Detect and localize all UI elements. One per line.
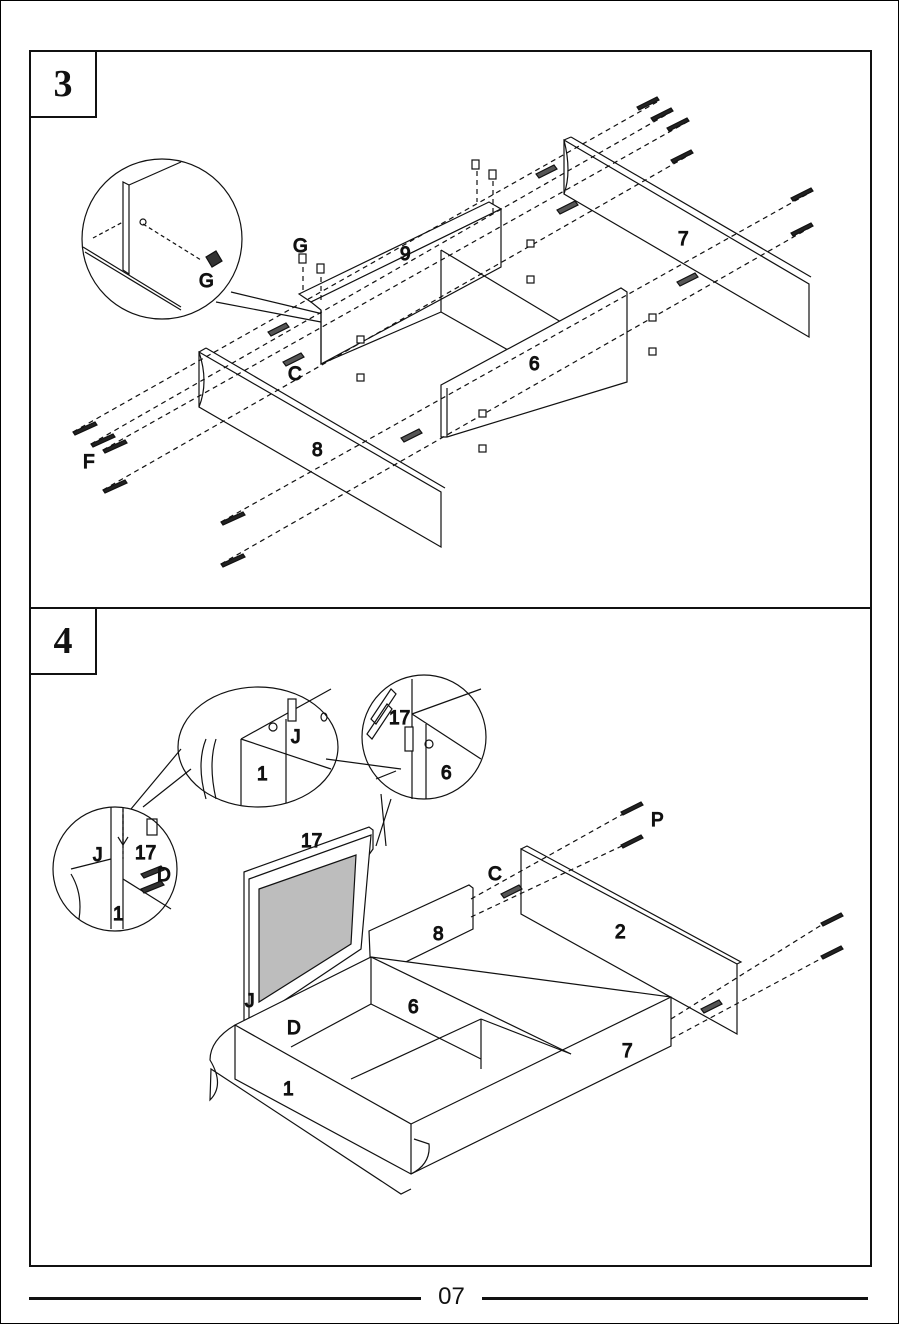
label-hardware-f: F — [83, 452, 95, 473]
step-3-illustration: 9 7 6 8 G G C F — [31, 52, 870, 607]
footer-rule-right — [482, 1297, 868, 1300]
label-hardware-p: P — [651, 810, 664, 831]
label-hardware-c: C — [288, 364, 302, 385]
label-part-6: 6 — [408, 997, 419, 1018]
label-hardware-d: D — [287, 1018, 301, 1039]
label-hardware-g-detail: G — [199, 271, 214, 292]
step-4-detail-b — [326, 675, 486, 846]
label-part-6: 6 — [529, 354, 540, 375]
part-9 — [299, 202, 501, 364]
label-detail-a-j: J — [291, 727, 301, 748]
label-part-2: 2 — [615, 922, 626, 943]
label-part-9: 9 — [400, 244, 411, 265]
label-part-17: 17 — [301, 831, 322, 852]
label-part-7: 7 — [622, 1041, 633, 1062]
step-4-illustration: 1 J 17 6 J 17 D 1 17 P C 2 8 6 7 1 J D — [31, 609, 870, 1265]
label-detail-a-1: 1 — [257, 764, 268, 785]
label-part-7: 7 — [678, 229, 689, 250]
page-number: 07 — [421, 1283, 482, 1311]
label-detail-c-j: J — [93, 845, 103, 866]
label-hardware-g-top: G — [293, 236, 308, 257]
label-detail-b-6: 6 — [441, 763, 452, 784]
step-4-panel: 4 — [29, 607, 872, 1267]
label-part-8: 8 — [433, 924, 444, 945]
label-part-8: 8 — [312, 440, 323, 461]
label-detail-c-d: D — [157, 865, 171, 886]
step-4-detail-a — [131, 687, 338, 809]
label-detail-c-17: 17 — [135, 843, 156, 864]
label-detail-c-1: 1 — [113, 904, 124, 925]
label-hardware-c: C — [488, 864, 502, 885]
step-3-panel: 3 — [29, 50, 872, 609]
footer-rule-left — [29, 1297, 421, 1300]
label-hardware-j: J — [245, 991, 255, 1012]
step-3-detail-callout — [82, 159, 323, 322]
label-detail-b-17: 17 — [389, 708, 410, 729]
label-part-1: 1 — [283, 1079, 294, 1100]
